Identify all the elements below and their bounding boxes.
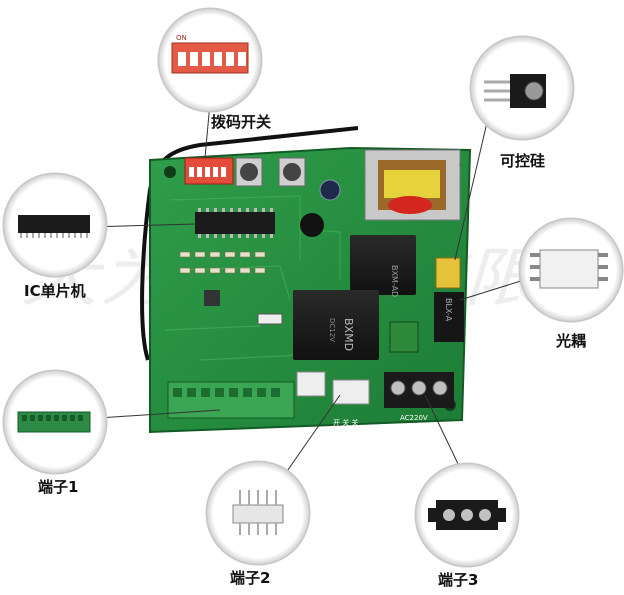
transformer (364, 149, 461, 221)
bubble-terminal-3 (414, 462, 520, 568)
dip-switch-on-board (184, 157, 234, 185)
relay-small: BXM-AD (350, 235, 416, 297)
thyristor-on-board (435, 257, 461, 289)
label-terminal-1: 端子1 (38, 478, 79, 496)
tact-button (204, 290, 220, 306)
optocoupler-on-board: BLX-A (434, 292, 464, 342)
buzzer (300, 213, 324, 237)
relay-small-text: BXM-AD (390, 265, 399, 297)
capacitor (319, 179, 341, 201)
label-terminal-3: 端子3 (438, 571, 479, 589)
label-ic-mcu: IC单片机 (24, 282, 86, 300)
bubble-terminal-2 (205, 460, 311, 566)
bubble-thyristor (469, 35, 575, 141)
antenna-wire (140, 126, 359, 361)
slide-switch (257, 313, 283, 325)
label-thyristor: 可控硅 (500, 152, 546, 170)
opto-board-text: BLX-A (444, 298, 453, 322)
resistor-array (179, 251, 266, 274)
terminal-2-on-board: 开 关 关 (296, 371, 370, 427)
terminal-1-on-board (167, 381, 295, 419)
bubble-mcu (2, 172, 108, 278)
potentiometers (235, 157, 306, 187)
terminal-3-on-board: AC220V (384, 372, 454, 422)
label-dip-switch: 拨码开关 (211, 113, 272, 131)
relay-large-model: BXMD (342, 318, 355, 351)
screw-block-green (389, 321, 419, 353)
power-label-text: AC220V (400, 414, 428, 422)
switch-label-text: 开 关 关 (333, 418, 358, 427)
relay-large-spec: DC12V (328, 318, 336, 342)
label-terminal-2: 端子2 (230, 569, 271, 587)
mcu-chip-on-board (195, 208, 275, 238)
bubble-terminal-1 (2, 369, 108, 475)
bubble-optocoupler (518, 217, 624, 323)
label-optocoupler: 光耦 (556, 332, 587, 350)
bubble-dip-switch: ON (157, 7, 263, 113)
dip-on-text: ON (176, 34, 187, 42)
relay-large: BXMD DC12V (293, 290, 379, 360)
